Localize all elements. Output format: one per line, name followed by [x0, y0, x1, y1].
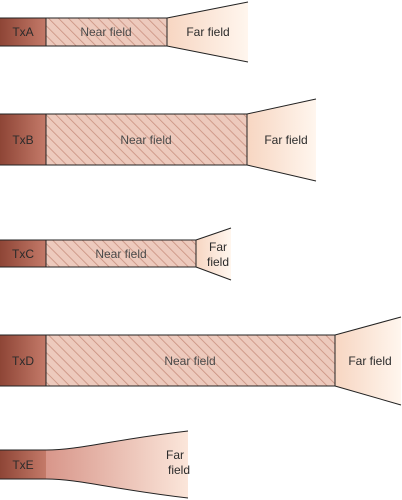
far-field-label-line1: Far	[209, 240, 227, 254]
transducer	[0, 450, 46, 479]
beam-shape	[46, 431, 188, 498]
diagram-e: TxE Far field	[0, 430, 190, 499]
far-field-cone	[247, 99, 316, 181]
diagram-d: TxD Near field Far field	[0, 316, 402, 406]
transducer	[0, 240, 46, 267]
far-field-cone	[335, 317, 401, 405]
near-field-region	[45, 239, 197, 268]
far-field-label: Far field	[348, 354, 391, 368]
near-field-region	[45, 113, 248, 166]
far-field-label: Far field	[186, 25, 229, 39]
transducer-label: TxD	[12, 354, 34, 368]
beam-upper-edge	[0, 430, 189, 451]
near-field-label: Near field	[80, 25, 131, 39]
far-field-label: Far field	[264, 133, 307, 147]
far-field-cone	[196, 228, 231, 280]
near-field-label: Near field	[120, 133, 171, 147]
near-field-label: Near field	[164, 354, 215, 368]
far-field-label-line1: Far	[166, 448, 184, 462]
transducer	[0, 335, 46, 386]
transducer	[0, 114, 46, 165]
transducer-label: TxB	[12, 133, 33, 147]
transducer-label: TxA	[12, 25, 33, 39]
diagram-a: TxA Near field Far field	[0, 1, 249, 63]
transducer-label: TxC	[12, 247, 34, 261]
transducer-label: TxE	[12, 458, 33, 472]
diagram-b: TxB Near field Far field	[0, 98, 317, 182]
diagram-c: TxC Near field Far field	[0, 227, 232, 281]
near-field-region	[45, 334, 336, 387]
transducer	[0, 18, 46, 46]
far-field-label-line2: field	[168, 463, 190, 477]
far-field-cone	[167, 2, 248, 62]
far-field-label-line2: field	[207, 255, 229, 269]
beam-lower-edge	[0, 478, 189, 499]
near-field-label: Near field	[95, 247, 146, 261]
near-field-region	[45, 17, 168, 47]
